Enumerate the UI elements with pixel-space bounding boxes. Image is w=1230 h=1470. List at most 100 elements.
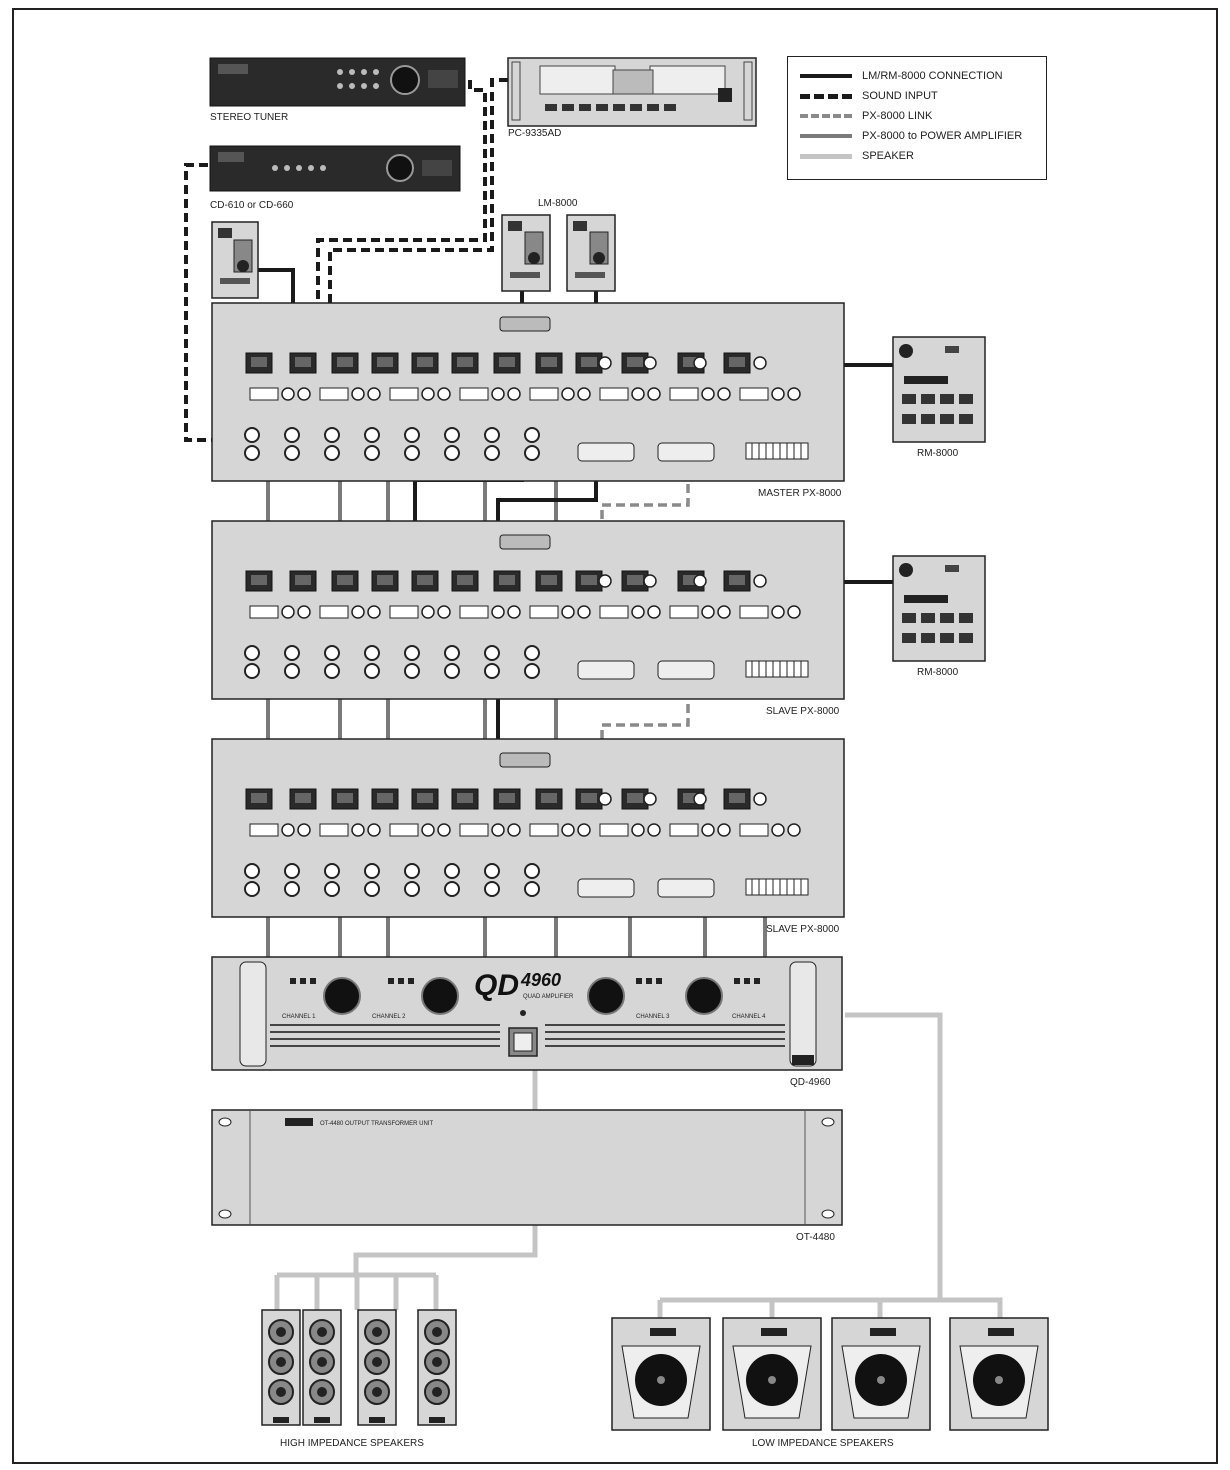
level-knob xyxy=(577,387,591,401)
trim-pot xyxy=(753,356,767,370)
legend-label-control: LM/RM-8000 CONNECTION xyxy=(862,70,1003,82)
rj45-port-inner xyxy=(457,357,473,367)
terminal-block xyxy=(389,387,419,401)
terminal-block xyxy=(319,605,349,619)
master-px-8000 xyxy=(211,302,845,482)
level-knob xyxy=(367,823,381,837)
legend-swatch-amp xyxy=(800,134,852,138)
rj45-port-inner xyxy=(541,793,557,803)
link-connector xyxy=(499,752,551,768)
db-connector xyxy=(577,878,635,898)
cassette-deck-label: PC-9335AD xyxy=(508,128,561,139)
rca-jack xyxy=(524,863,540,879)
amp-channel-3: CHANNEL 3 xyxy=(636,1014,670,1020)
amp-channel-1: CHANNEL 1 xyxy=(282,1014,316,1020)
link-connector xyxy=(499,316,551,332)
terminal-block xyxy=(459,605,489,619)
level-knob xyxy=(421,823,435,837)
legend-item-control: LM/RM-8000 CONNECTION xyxy=(800,67,1003,85)
legend: LM/RM-8000 CONNECTION SOUND INPUT PX-800… xyxy=(787,56,1047,180)
rj45-port-inner xyxy=(337,575,353,585)
stereo-tuner-label: STEREO TUNER xyxy=(210,112,288,123)
ot-4480-transformer: OT-4480 OUTPUT TRANSFORMER UNIT xyxy=(211,1109,843,1226)
trim-pot xyxy=(693,356,707,370)
level-knob xyxy=(507,387,521,401)
rca-jack xyxy=(404,445,420,461)
level-knob xyxy=(701,387,715,401)
level-knob xyxy=(491,823,505,837)
rca-jack xyxy=(444,445,460,461)
rca-jack xyxy=(484,881,500,897)
rj45-port-inner xyxy=(499,793,515,803)
rca-jack xyxy=(324,427,340,443)
speaker-cables xyxy=(274,1012,1003,1318)
db-connector xyxy=(577,660,635,680)
level-knob xyxy=(561,387,575,401)
rca-jack xyxy=(244,445,260,461)
rca-jack xyxy=(364,645,380,661)
rca-jack xyxy=(324,881,340,897)
speaker-base xyxy=(273,1417,289,1423)
trim-pot xyxy=(643,792,657,806)
rj45-port-inner xyxy=(337,793,353,803)
cd-player-label: CD-610 or CD-660 xyxy=(210,200,294,211)
terminal-block xyxy=(389,823,419,837)
rj45-port-inner xyxy=(683,575,699,585)
rca-jack xyxy=(444,663,460,679)
terminal-strip xyxy=(745,660,809,678)
level-knob xyxy=(771,823,785,837)
level-knob xyxy=(631,823,645,837)
rca-jack xyxy=(284,645,300,661)
rca-jack xyxy=(404,881,420,897)
level-knob xyxy=(281,823,295,837)
trim-pot xyxy=(598,356,612,370)
speaker-driver-center xyxy=(276,1327,286,1337)
rca-jack xyxy=(324,445,340,461)
rm-1-label: RM-8000 xyxy=(917,448,959,459)
rca-jack xyxy=(444,645,460,661)
rca-jack xyxy=(364,445,380,461)
level-knob xyxy=(351,605,365,619)
rca-jack xyxy=(524,663,540,679)
slave-px-1-label: SLAVE PX-8000 xyxy=(766,706,840,717)
level-knob xyxy=(647,823,661,837)
rj45-port-inner xyxy=(377,357,393,367)
slave-px-8000-2 xyxy=(211,738,845,918)
rca-jack xyxy=(284,427,300,443)
level-knob xyxy=(717,387,731,401)
rca-jack xyxy=(364,881,380,897)
speaker-driver-center xyxy=(317,1327,327,1337)
slave-px-8000-1 xyxy=(211,520,845,700)
rj45-port-inner xyxy=(627,357,643,367)
level-knob xyxy=(297,387,311,401)
level-knob xyxy=(491,605,505,619)
lm-module-2 xyxy=(566,214,616,292)
legend-label-link: PX-8000 LINK xyxy=(862,110,933,122)
low-speakers-label: LOW IMPEDANCE SPEAKERS xyxy=(752,1438,894,1449)
speaker-base xyxy=(369,1417,385,1423)
level-knob xyxy=(507,823,521,837)
terminal-block xyxy=(599,605,629,619)
rj45-port-inner xyxy=(457,793,473,803)
terminal-strip xyxy=(745,878,809,896)
level-knob xyxy=(701,823,715,837)
db-connector xyxy=(577,442,635,462)
speaker-driver-center xyxy=(432,1387,442,1397)
horn-bracket xyxy=(650,1328,676,1336)
rca-jack xyxy=(484,427,500,443)
rca-jack xyxy=(444,881,460,897)
rj45-port-inner xyxy=(251,793,267,803)
level-knob xyxy=(421,605,435,619)
horn-bracket xyxy=(761,1328,787,1336)
stereo-tuner xyxy=(209,57,466,107)
horn-driver-center xyxy=(768,1376,776,1384)
speaker-driver-center xyxy=(372,1327,382,1337)
legend-item-speaker: SPEAKER xyxy=(800,147,914,165)
level-knob xyxy=(437,605,451,619)
rca-jack xyxy=(244,427,260,443)
rca-jack xyxy=(324,645,340,661)
level-knob xyxy=(561,823,575,837)
speaker-driver-center xyxy=(432,1357,442,1367)
level-knob xyxy=(297,823,311,837)
terminal-block xyxy=(669,387,699,401)
